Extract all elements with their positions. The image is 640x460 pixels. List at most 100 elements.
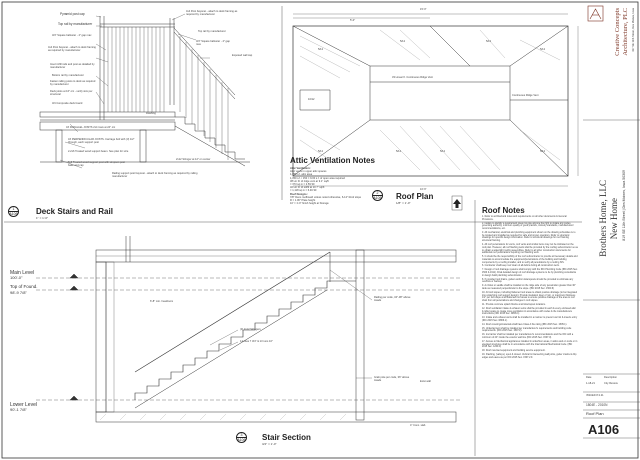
attic-line: 1,350 s.f. / 150 = 9.00 s.f. of open are… xyxy=(290,176,345,180)
rev-header-date: Date xyxy=(586,376,592,379)
roof-note: 9. A cricket or saddle shall be installe… xyxy=(482,285,576,290)
headroom-label: 6'-8" min. headroom xyxy=(150,300,174,303)
roof-note: 19. Flashing, (valleys), open & closed. … xyxy=(482,353,577,359)
rev-header-desc: Description xyxy=(604,376,617,379)
stair-title: Stair Section xyxy=(262,433,311,442)
sheet-number: A106 xyxy=(588,422,620,437)
stair-marker-sheet: A106 xyxy=(237,438,246,442)
roof-slope-label: 5/12 xyxy=(440,150,446,153)
attic-heading: Attic Ventilation: xyxy=(290,167,311,170)
railing-label: Railing per code, 34"-38" above treads xyxy=(374,296,411,303)
roof-note: 16. Ice barrier shall be installed per m… xyxy=(482,334,574,339)
guard-label: Grab pole per code, 36" above treads xyxy=(374,376,410,383)
roof-note: 4. All roof penetrations for vents, roof… xyxy=(482,244,578,255)
roof-slope-label: 5/12 xyxy=(318,48,324,51)
rise-run-label: 14 rises 7 3/4" & 13 runs 10" xyxy=(240,340,273,343)
roof-slope-label: 5/12 xyxy=(486,40,492,43)
roof-notes-list: 1. Refer to architectural notes and requ… xyxy=(482,216,578,361)
lower-level-elev: 90'-1 7/8" xyxy=(10,407,27,412)
roof-slope-label: 5/12 xyxy=(540,48,546,51)
callout-post-bayonet-right: 4x4 Post bayonet - attach to deck framin… xyxy=(186,10,238,17)
callout-stringer: 2x12 Stringer at 12" on center xyxy=(176,158,211,161)
project-number: 1804E - 2010N xyxy=(586,403,608,407)
roof-note: 5. It should be the responsibility of th… xyxy=(482,256,578,264)
attic-line: Roof Designs: xyxy=(290,192,308,196)
roof-slope-label: 5/12 xyxy=(318,150,324,153)
callout-deck-joists: Deck joists at 16" o/c - verify size per… xyxy=(50,90,93,97)
roof-slope-label: 5/12 xyxy=(400,40,406,43)
deck-detail-marker[interactable]: 1 A106 xyxy=(8,206,19,217)
callout-fasten-posts: Fasten railing posts to deck as required… xyxy=(50,80,96,87)
firm-address: 417 SE 11th Street, Des Moines, Iowa xyxy=(632,8,635,52)
project-address: 819 SE 11th Street | Des Moines, Iowa 50… xyxy=(622,170,626,241)
project-name: New Home xyxy=(609,198,619,240)
wall-label: Exist wall xyxy=(420,380,431,383)
callout-flashing: Flashing xyxy=(146,112,156,115)
callout-railing-support: Railing support post bayonet - attach to… xyxy=(112,172,198,179)
deck-marker-sheet: A106 xyxy=(9,212,18,216)
roof-slope-label: 10/12 xyxy=(308,98,315,101)
callout-bottom-rail: Bottom rail by manufacturer xyxy=(52,74,84,77)
callout-composite-board: 3/4 Composite deck board xyxy=(52,102,83,105)
roofnotes-title: Roof Notes xyxy=(482,206,525,215)
roofplan-title: Roof Plan xyxy=(396,192,434,201)
top-found-elev: 98'-9 7/8" xyxy=(10,290,27,295)
callout-top-rail-right: Top rail by manufacturer xyxy=(198,30,226,33)
rev-date: 1-18-21 xyxy=(586,382,595,385)
roofplan-detail-marker[interactable]: 2 A106 xyxy=(372,190,383,201)
roof-note: 7. Design of roof drainage systems shall… xyxy=(482,269,578,277)
callout-balluster-right: 3/4" Square balluster - 4" gap max xyxy=(196,40,230,47)
roofplan-marker-sheet: A106 xyxy=(373,196,382,200)
roof-note: 10. All roof slopes, including flattened… xyxy=(482,291,577,303)
attic-line: 38 Lin Ft of ridge vent at 9.1" sq/ft xyxy=(290,179,329,183)
callout-wall-cap: Exposed wall cap xyxy=(232,54,253,57)
attic-line: = 373 sq.in = 2.59 SF xyxy=(290,183,315,187)
firm-name-line2: Architecture, PLC xyxy=(622,8,629,56)
roof-dimension: 5'-0" xyxy=(350,19,356,22)
attic-line: 7/8" Dens roofboard unless noted otherwi… xyxy=(290,195,362,199)
rev-desc: City Review xyxy=(604,382,618,385)
lower-level-label: Lower Level xyxy=(10,402,37,408)
roof-slope-label: 5/12 xyxy=(396,150,402,153)
attic-line: Attic vents in upper attic spaces xyxy=(290,170,327,174)
callout-balluster: 3/4" Square balluster - 4" gap max xyxy=(52,34,92,37)
roof-note: 2. Failure to identify a requirement doe… xyxy=(482,222,574,231)
main-level-label: Main Level xyxy=(10,270,35,276)
callout-support-post: 6x6 Treated wood support post with simps… xyxy=(68,161,125,168)
attic-line: 46 Lin Ft of soffit at 10.7" sq/ft xyxy=(290,186,325,190)
attic-line: = 1,118 sq.in = 6.49 SF xyxy=(290,189,317,193)
callout-post-bayonet: 4x4 Post bayonet - attach to deck framin… xyxy=(48,46,96,53)
roof-note: 14. Roof coverings/materials shall have … xyxy=(482,323,568,326)
deck-title: Deck Stairs and Rail xyxy=(36,207,113,216)
roof-note: 17. Access to Mechanical appliances inst… xyxy=(482,340,578,349)
attic-notes: Attic Ventilation: Attic vents in upper … xyxy=(290,167,390,205)
callout-support-beam: 2-2x6 Treated wood support beam. See pla… xyxy=(68,150,129,153)
firm-logo-icon xyxy=(587,5,604,22)
deck-marker-num: 1 xyxy=(9,207,18,212)
slab-label: 4" Conc. slab xyxy=(410,424,426,427)
roof-slope-label: 5/12 xyxy=(540,150,546,153)
roof-note: 11. Provide concrete splash blocks at al… xyxy=(482,303,546,306)
roof-note: 15. Underlayment shall be installed per … xyxy=(482,327,572,333)
roof-dimension: 15'-0" xyxy=(420,8,427,11)
roof-note: 1. Refer to architectural notes and requ… xyxy=(482,216,567,221)
client-name: Brothers Home, LLC xyxy=(598,180,608,257)
roof-note: 12. Roof ventilation intake & exhaust ve… xyxy=(482,307,576,316)
roofplan-scale: 1/8" = 1'-0" xyxy=(396,201,411,205)
roof-note: 6. Contractor shall keep roof clean of a… xyxy=(482,265,560,268)
roof-note: 8. If provided roof drains, gutters and/… xyxy=(482,278,574,284)
top-found-label: Top of Found. xyxy=(10,284,38,289)
attic-line: 10' = 1'-0" finish height at Storage xyxy=(290,202,329,206)
roof-note: 13. Intake and exhaust vents shall be in… xyxy=(482,317,578,322)
callout-post-cap: Pyramid post cap xyxy=(60,12,85,16)
ridge-vent-label: 33 Linear ft. Continuous Ridge Vent xyxy=(392,76,433,79)
roof-note: 18. Roof mounted equipment and building … xyxy=(482,350,546,353)
issued-label: ISSUED 8.3.21 xyxy=(586,394,604,397)
callout-perp-joists: 4X PERPENDICULAR JOISTS. Carriage bolt w… xyxy=(68,138,135,145)
stringer-label: (3) 2x12 Stringers xyxy=(240,328,261,331)
attic-title: Attic Ventilation Notes xyxy=(290,156,375,165)
stair-detail-marker[interactable]: 3 A106 xyxy=(236,432,247,443)
deck-scale: 1" = 1'-0" xyxy=(36,216,49,220)
